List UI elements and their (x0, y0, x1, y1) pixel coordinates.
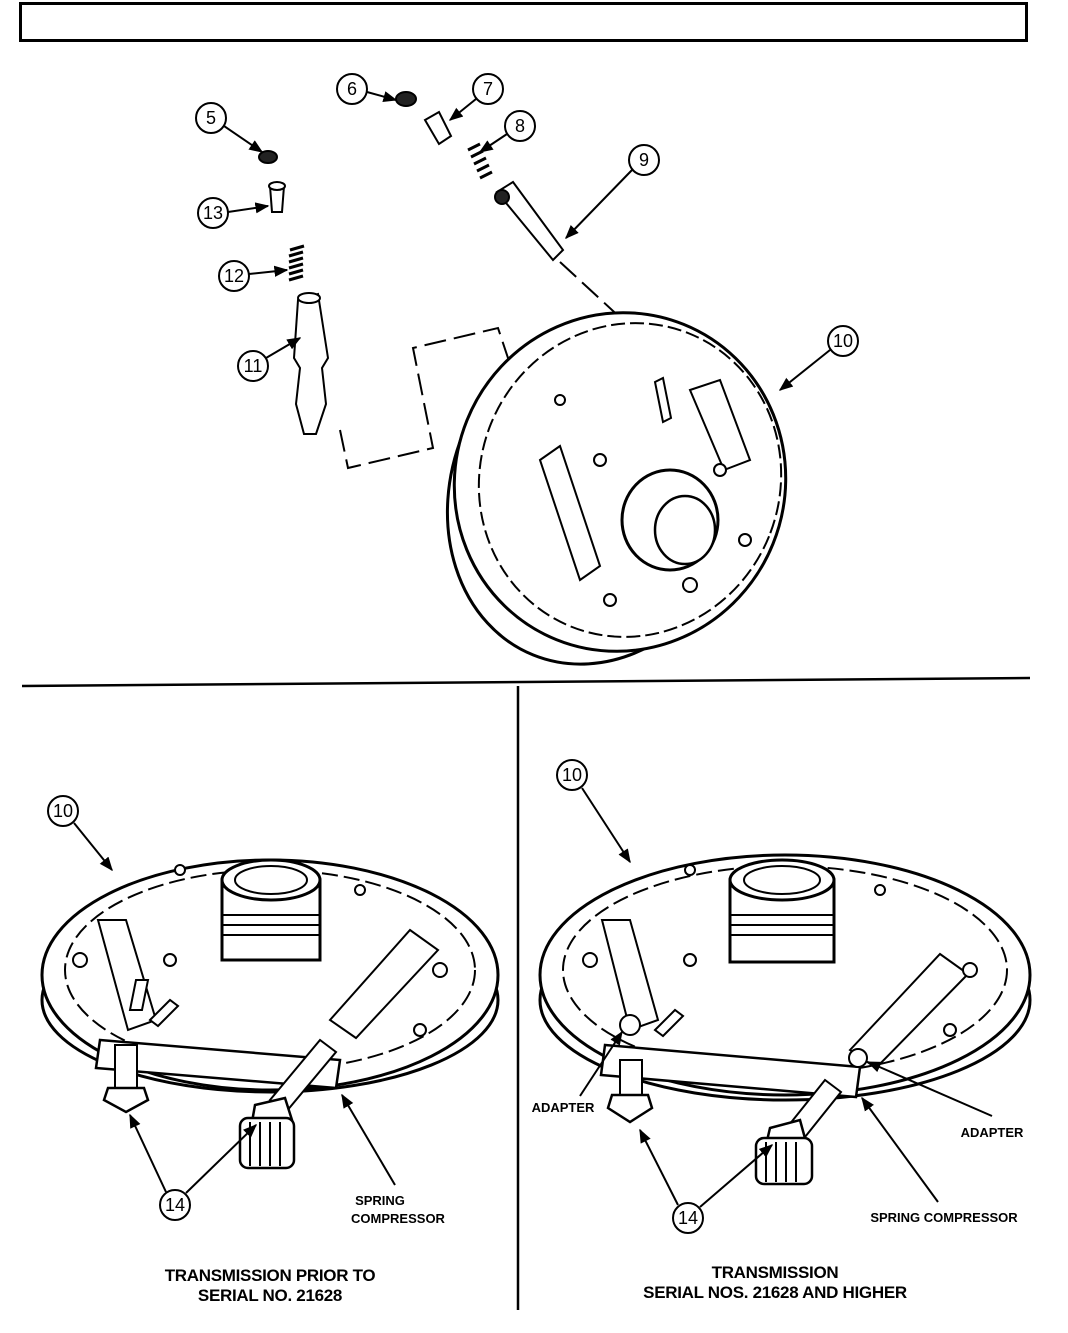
header-box (19, 2, 1028, 42)
spring-compressor-leader-right (861, 1096, 939, 1203)
label-compressor-left-2: COMPRESSOR (351, 1211, 446, 1226)
knob-left (238, 1116, 296, 1170)
spring-compressor-left (94, 979, 342, 1170)
caption-left-line2: SERIAL NO. 21628 (197, 1286, 343, 1305)
valve-assembly-left (258, 150, 330, 435)
callout-12: 12 (218, 260, 289, 292)
adapter-right-part (848, 1048, 868, 1068)
callout-10-top: 10 (778, 325, 859, 391)
callout-13: 13 (197, 197, 270, 229)
svg-text:5: 5 (206, 108, 216, 128)
svg-text:11: 11 (244, 356, 263, 376)
callout-10-left: 10 (47, 795, 113, 872)
svg-text:9: 9 (639, 150, 649, 170)
valve-bore-left (538, 444, 602, 582)
svg-text:10: 10 (53, 801, 73, 821)
svg-text:10: 10 (562, 765, 582, 785)
svg-text:6: 6 (347, 79, 357, 99)
part-9-valve (495, 180, 565, 262)
caption-right-line1: TRANSMISSION (711, 1263, 839, 1282)
callout-5: 5 (195, 102, 264, 153)
caption-right-line2: SERIAL NOS. 21628 AND HIGHER (643, 1283, 907, 1302)
callout-10-right: 10 (556, 759, 631, 864)
adapter-leader-right (866, 1061, 993, 1117)
caption-left-line1: TRANSMISSION PRIOR TO (164, 1266, 376, 1285)
part-5-retainer (258, 150, 278, 164)
adapter-leader-left (579, 1030, 623, 1097)
spring-compressor-right (599, 1008, 868, 1186)
valve-bore-left-br (600, 919, 660, 1032)
label-adapter-left: ADAPTER (532, 1100, 595, 1115)
valve-assembly-right (395, 91, 565, 262)
label-spring-compressor-right: SPRING COMPRESSOR (870, 1210, 1018, 1225)
label-spring-left-1: SPRING (355, 1193, 405, 1208)
valve-bore-right-bl (328, 928, 440, 1040)
callout-9: 9 (565, 144, 660, 240)
callout-11: 11 (237, 337, 302, 382)
label-adapter-right: ADAPTER (961, 1125, 1024, 1140)
knob-right (754, 1136, 814, 1186)
svg-text:7: 7 (483, 79, 493, 99)
svg-text:14: 14 (678, 1208, 698, 1228)
compressor-bar-right (599, 1043, 862, 1099)
svg-text:8: 8 (515, 116, 525, 136)
part-12-spring (288, 244, 305, 282)
callout-14-right: 14 (639, 1128, 774, 1234)
callout-6: 6 (336, 73, 398, 105)
horizontal-divider (21, 676, 1031, 688)
adapter-left-part (619, 1014, 641, 1036)
part-7-plug (423, 110, 453, 146)
caption-right: TRANSMISSION SERIAL NOS. 21628 AND HIGHE… (600, 1263, 950, 1303)
part-8-spring (467, 142, 493, 180)
part-11-valve (292, 292, 330, 435)
svg-text:14: 14 (165, 1195, 185, 1215)
callout-7: 7 (448, 73, 504, 121)
callout-14-left: 14 (129, 1113, 258, 1221)
alignment-line-left (339, 326, 539, 470)
callout-8: 8 (478, 110, 536, 153)
caption-left: TRANSMISSION PRIOR TO SERIAL NO. 21628 (120, 1266, 420, 1306)
spring-compressor-leader-left (341, 1093, 396, 1186)
svg-text:10: 10 (833, 331, 853, 351)
valve-bore-right (688, 378, 752, 472)
pump-body-top (445, 311, 788, 666)
part-6-retainer (395, 91, 417, 107)
svg-text:12: 12 (224, 266, 244, 286)
svg-text:13: 13 (203, 203, 223, 223)
compressor-bar-left (94, 1038, 342, 1090)
